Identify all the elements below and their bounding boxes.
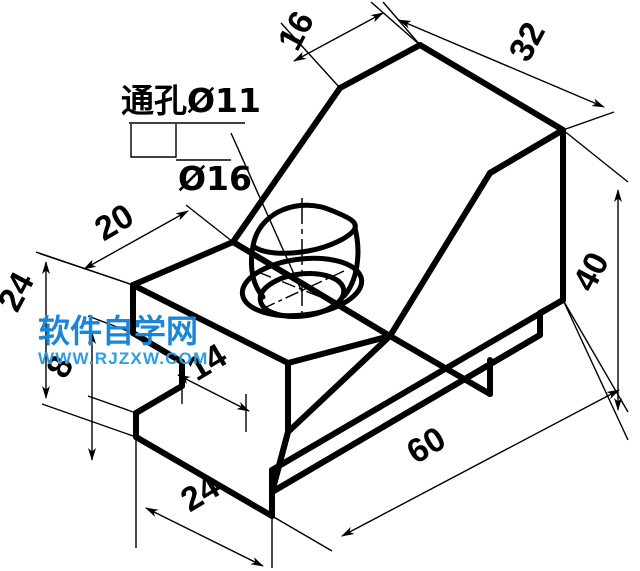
watermark: 软件自学网 WWW.RJZXW.COM <box>38 312 208 368</box>
edge-ramp-foot-front <box>285 333 393 435</box>
edge-slope-right-upper <box>487 127 566 176</box>
dimline-32 <box>398 19 605 108</box>
dimline-20 <box>83 210 189 270</box>
dimtext-16: 16 <box>271 5 322 56</box>
dimension-60: 60 <box>271 299 629 552</box>
edge-v-notch-left <box>269 429 291 495</box>
ext-32-a <box>382 1 421 46</box>
edge-ramp-left <box>230 85 343 245</box>
ext-32-b <box>562 111 615 131</box>
dimline-14 <box>177 374 250 412</box>
hole-callout-leader <box>230 132 303 293</box>
dimline-60 <box>341 389 620 537</box>
watermark-chinese-text: 软件自学网 <box>38 312 198 350</box>
edge-slope-right-lower <box>387 333 493 397</box>
hole-bore-right-wall <box>341 225 361 299</box>
dimension-24-bottom: 24 <box>135 413 273 568</box>
edge-platform-top-left <box>130 239 236 288</box>
dimension-20: 20 <box>37 197 234 286</box>
hole-callout-group: 通孔Ø11 Ø16 <box>121 81 303 293</box>
edge-top-rear-right <box>417 42 566 133</box>
hole-upper-opening-ellipse <box>250 202 358 256</box>
edge-ramp-bottom <box>230 239 393 339</box>
dimtext-24-bottom: 24 <box>174 468 226 520</box>
ext-40-a <box>562 129 629 183</box>
dimtext-40: 40 <box>566 246 617 297</box>
watermark-url-text: WWW.RJZXW.COM <box>38 349 208 368</box>
ext-24l-b <box>41 403 137 438</box>
dimension-32: 32 <box>382 1 615 131</box>
edge-platform-front-face <box>130 330 185 365</box>
counterbore-note: Ø16 <box>178 159 252 198</box>
edge-platform-to-ramp-foot <box>285 333 393 366</box>
dimline-16 <box>293 12 384 62</box>
hole-center-axis-y <box>261 270 345 310</box>
dimension-16: 16 <box>271 1 421 89</box>
dimtext-60: 60 <box>400 420 452 472</box>
dimension-40: 40 <box>562 129 629 441</box>
counterbore-symbol-bracket <box>130 124 177 158</box>
through-hole-ellipse <box>257 271 347 319</box>
edge-ramp-right <box>387 170 493 339</box>
ext-16-b <box>370 1 421 46</box>
dimtext-24-left: 24 <box>0 266 42 317</box>
edge-platform-notch-down <box>133 383 185 416</box>
ext-60-a <box>271 515 333 552</box>
dimline-24b <box>145 507 264 567</box>
through-hole-note: 通孔Ø11 <box>121 81 261 120</box>
counterbored-hole <box>239 198 365 319</box>
ext-20-b <box>185 204 234 243</box>
dimtext-32: 32 <box>502 16 553 67</box>
edge-platform-top-front <box>130 282 291 366</box>
hole-center-axis-x <box>257 271 349 309</box>
ext-8-b <box>87 395 137 414</box>
edge-base-front-right-bottom <box>269 297 566 473</box>
ext-24l-a <box>35 251 134 286</box>
ext-8-a <box>87 315 134 334</box>
dimtext-20: 20 <box>88 197 140 249</box>
edge-base-left-bottom <box>133 434 275 519</box>
edge-top-rear-left <box>337 42 423 91</box>
